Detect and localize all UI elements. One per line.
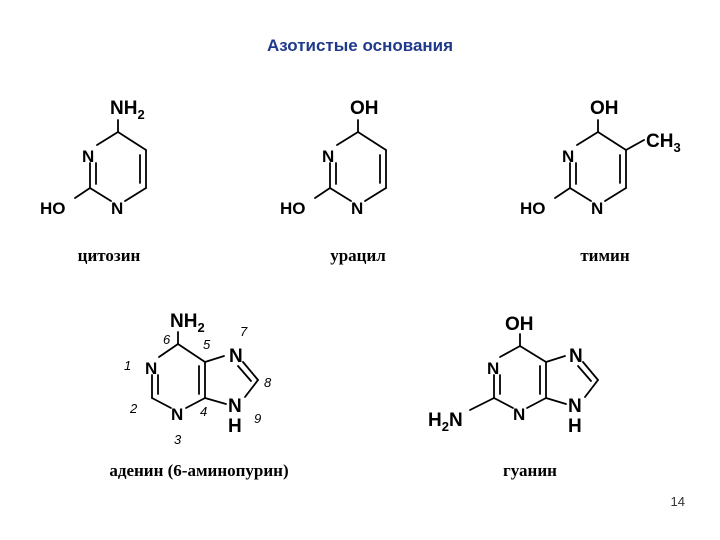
nitrogen-label: N — [591, 199, 603, 218]
nitrogen-label: N — [228, 396, 242, 417]
nitrogen-label: N — [487, 359, 499, 378]
methyl-label: CH3 — [646, 131, 681, 155]
atom-number: 8 — [264, 375, 272, 390]
atom-number: 6 — [163, 332, 171, 347]
uracil-name: урацил — [330, 246, 386, 265]
hydroxy-label: OH — [590, 98, 619, 119]
nitrogen-label: N — [171, 405, 183, 424]
cytosine-name: цитозин — [78, 246, 141, 265]
hydroxy-label: OH — [350, 98, 379, 119]
hydroxy-label: OH — [505, 314, 534, 335]
nitrogen-label: N — [569, 346, 583, 367]
hydrogen-label: H — [568, 416, 582, 437]
thymine-structure: OH CH3 N N HO тимин — [520, 98, 681, 265]
atom-number: 9 — [254, 411, 261, 426]
hydrogen-label: H — [228, 416, 242, 437]
uracil-structure: OH N N HO урацил — [280, 98, 387, 265]
cytosine-structure: NH2 N N HO цитозин — [40, 98, 147, 265]
amino-label: H2N — [428, 410, 463, 434]
nitrogen-label: N — [82, 147, 94, 166]
nitrogen-label: N — [145, 359, 157, 378]
hydroxy-label: HO — [40, 199, 66, 218]
slide-title: Азотистые основания — [266, 36, 454, 55]
adenine-name: аденин (6-аминопурин) — [109, 461, 288, 480]
nitrogen-label: N — [111, 199, 123, 218]
atom-number: 7 — [240, 324, 248, 339]
nitrogen-label: N — [562, 147, 574, 166]
thymine-name: тимин — [580, 246, 630, 265]
nitrogen-label: N — [229, 346, 243, 367]
guanine-structure: OH N N N N H H2N гуанин — [428, 314, 599, 480]
hydroxy-label: HO — [280, 199, 306, 218]
nitrogen-label: N — [322, 147, 334, 166]
nitrogen-label: N — [568, 396, 582, 417]
atom-number: 5 — [203, 337, 211, 352]
adenine-structure: NH2 N N N N H 1 2 3 4 5 6 7 8 9 аденин (… — [109, 311, 288, 480]
hydroxy-label: HO — [520, 199, 546, 218]
amino-label: NH2 — [170, 311, 205, 335]
atom-number: 3 — [174, 432, 182, 447]
atom-number: 1 — [124, 358, 131, 373]
atom-number: 4 — [200, 404, 207, 419]
atom-number: 2 — [129, 401, 138, 416]
nitrogen-label: N — [351, 199, 363, 218]
amino-label: NH2 — [110, 98, 145, 122]
page-number: 14 — [670, 494, 685, 509]
guanine-name: гуанин — [503, 461, 557, 480]
nitrogen-label: N — [513, 405, 525, 424]
